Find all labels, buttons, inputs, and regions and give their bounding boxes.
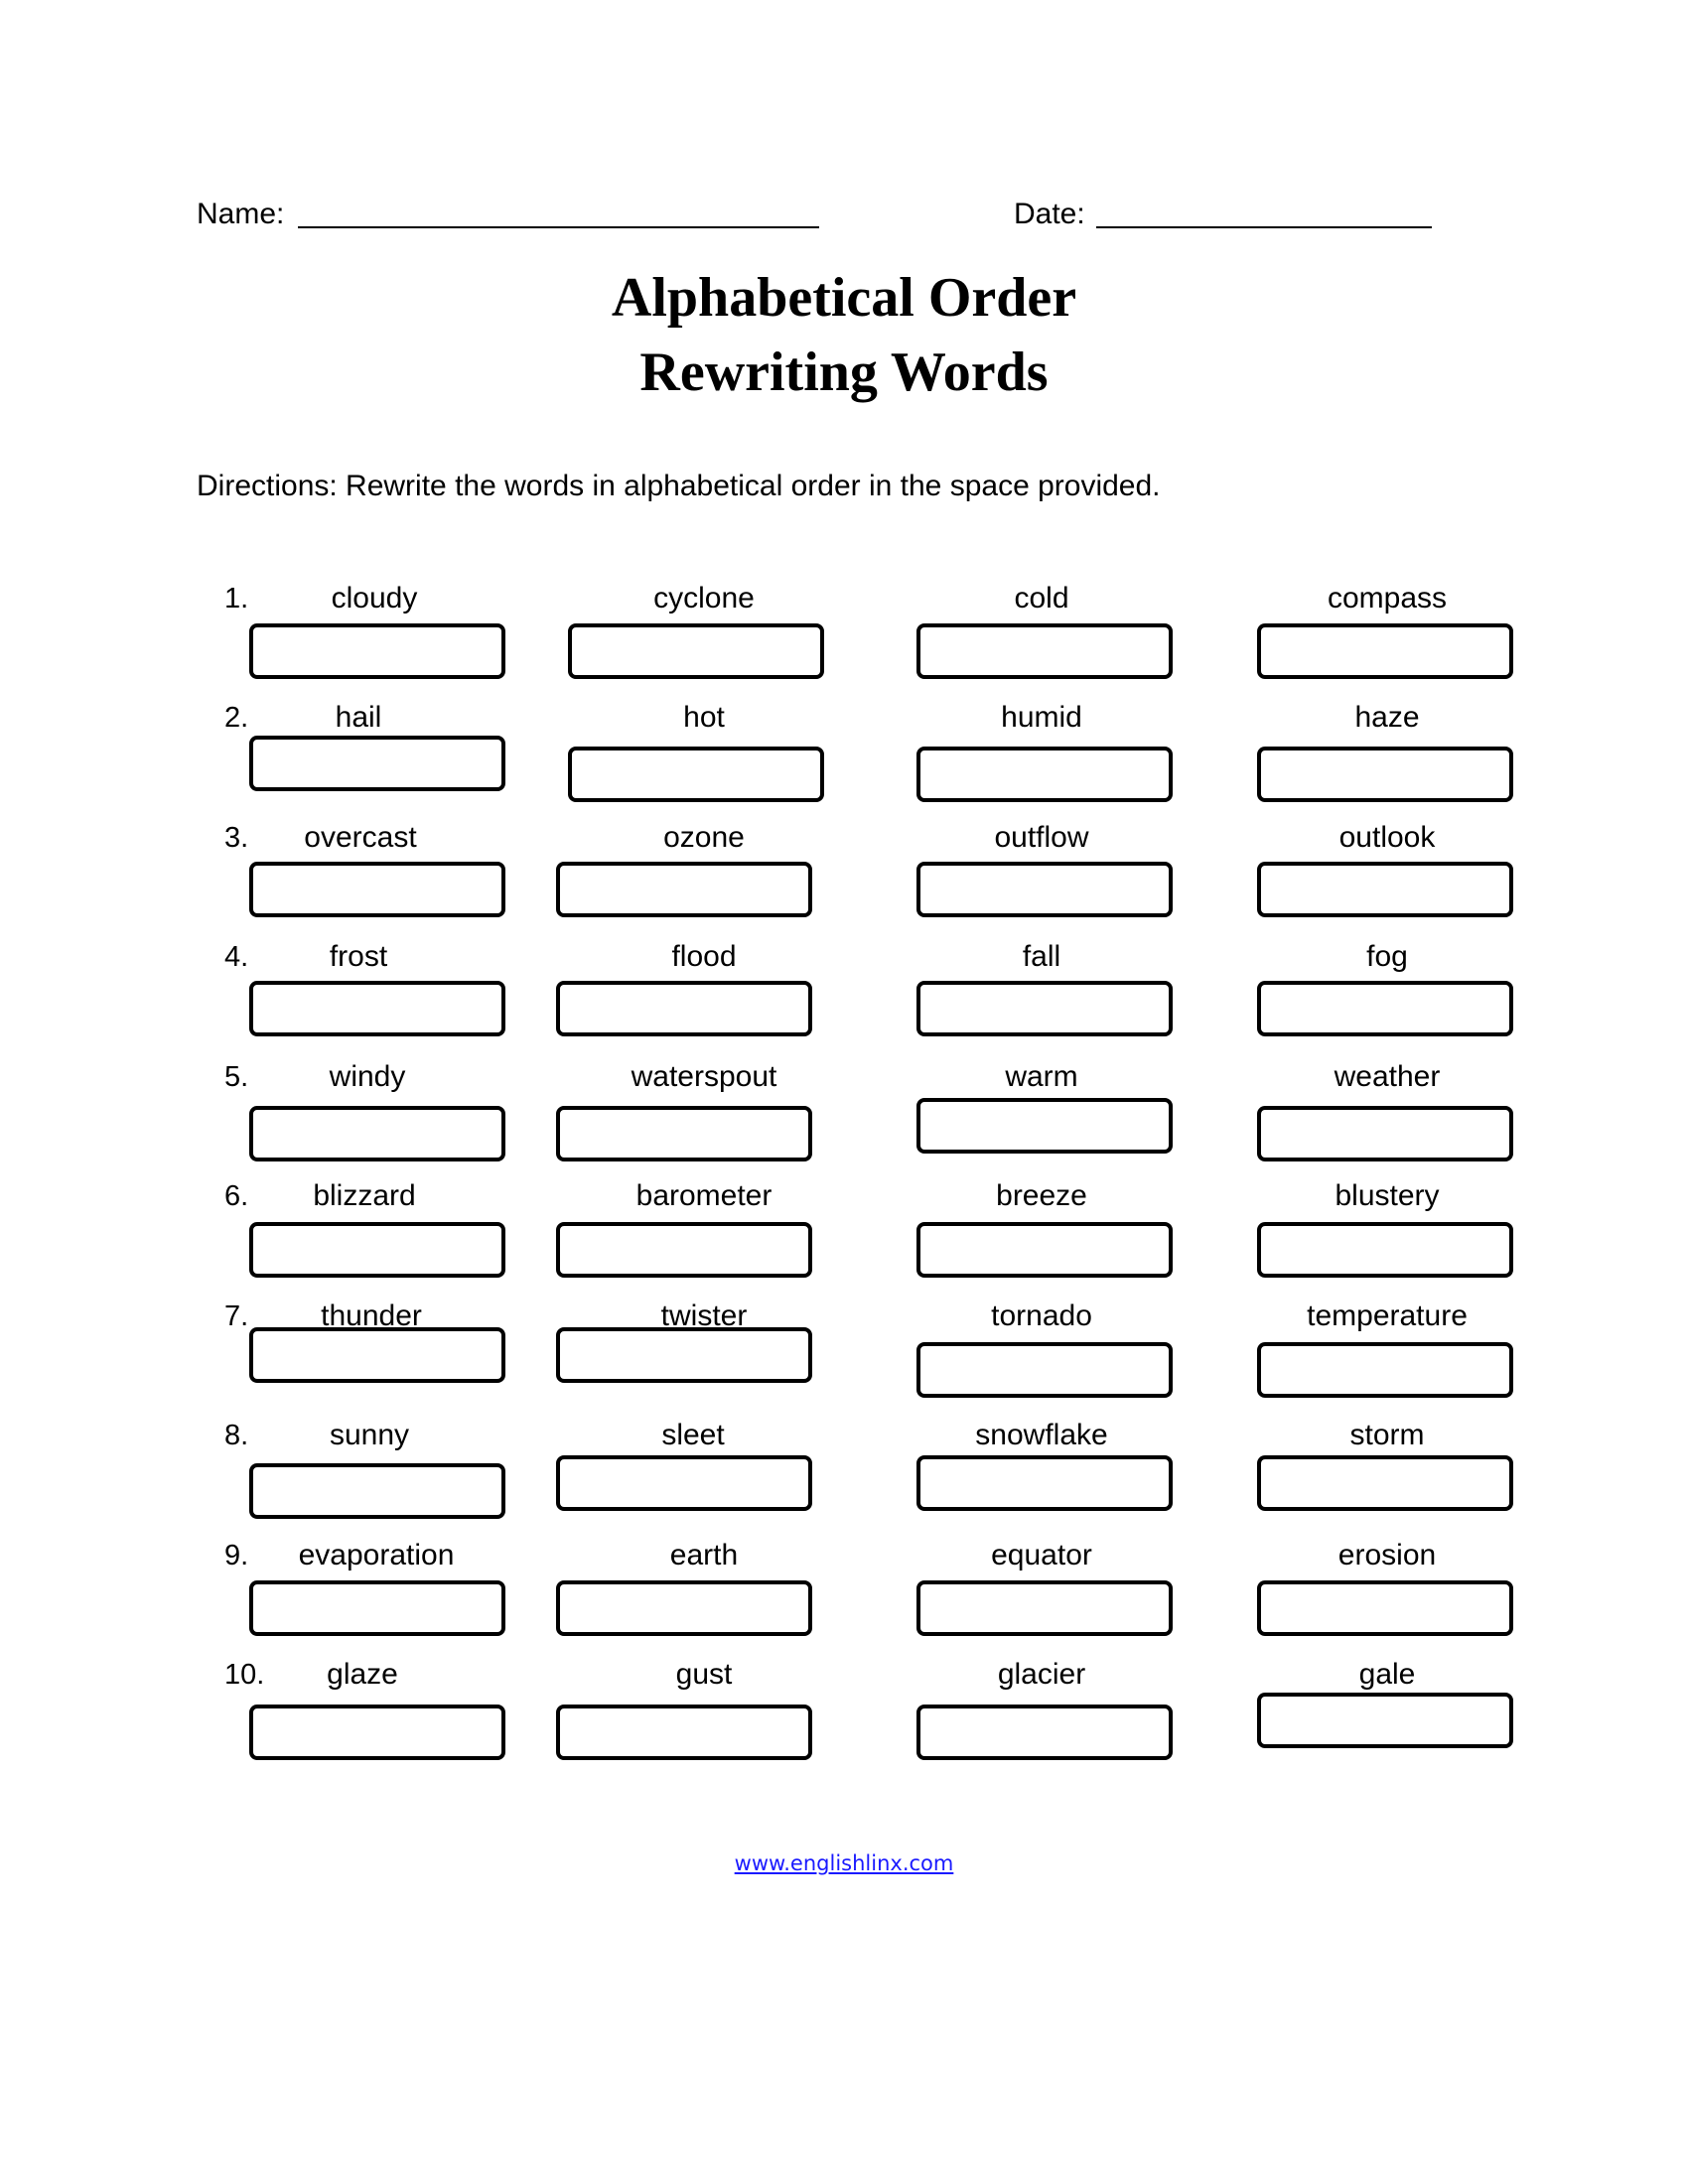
row-number: 5. bbox=[224, 1061, 249, 1093]
answer-box[interactable] bbox=[916, 1222, 1173, 1278]
word-label: glacier bbox=[997, 1658, 1086, 1691]
word-label: blustery bbox=[1335, 1179, 1440, 1212]
answer-box[interactable] bbox=[1257, 1580, 1513, 1636]
word-label: ozone bbox=[663, 821, 745, 854]
word-label: tornado bbox=[991, 1299, 1092, 1332]
word-label: earth bbox=[669, 1539, 739, 1571]
word-label: sunny bbox=[329, 1419, 410, 1451]
row-number: 2. bbox=[224, 702, 249, 734]
word-label: frost bbox=[329, 940, 388, 973]
answer-box[interactable] bbox=[1257, 981, 1513, 1036]
date-label: Date: bbox=[1014, 198, 1085, 230]
answer-box[interactable] bbox=[556, 1580, 812, 1636]
word-label: thunder bbox=[321, 1299, 422, 1332]
answer-box[interactable] bbox=[249, 1222, 505, 1278]
answer-box[interactable] bbox=[916, 1342, 1173, 1398]
answer-box[interactable] bbox=[249, 1463, 505, 1519]
answer-box[interactable] bbox=[249, 981, 505, 1036]
row-number: 7. bbox=[224, 1300, 249, 1332]
answer-box[interactable] bbox=[1257, 1222, 1513, 1278]
answer-box[interactable] bbox=[1257, 1693, 1513, 1748]
word-label: snowflake bbox=[975, 1419, 1108, 1451]
answer-box[interactable] bbox=[1257, 1106, 1513, 1161]
name-label: Name: bbox=[197, 198, 285, 230]
word-label: haze bbox=[1354, 701, 1420, 734]
word-label: sleet bbox=[661, 1419, 725, 1451]
answer-box[interactable] bbox=[568, 747, 824, 802]
answer-box[interactable] bbox=[556, 981, 812, 1036]
word-label: gust bbox=[675, 1658, 733, 1691]
answer-box[interactable] bbox=[916, 1580, 1173, 1636]
answer-box[interactable] bbox=[556, 862, 812, 917]
word-label: outflow bbox=[994, 821, 1089, 854]
answer-box[interactable] bbox=[249, 862, 505, 917]
answer-box[interactable] bbox=[916, 981, 1173, 1036]
row-number: 3. bbox=[224, 822, 249, 854]
answer-box[interactable] bbox=[249, 1106, 505, 1161]
answer-box[interactable] bbox=[916, 747, 1173, 802]
word-label: cold bbox=[1014, 582, 1069, 614]
word-label: cloudy bbox=[331, 582, 418, 614]
word-label: flood bbox=[671, 940, 737, 973]
answer-box[interactable] bbox=[249, 1327, 505, 1383]
word-label: warm bbox=[1005, 1060, 1078, 1093]
row-number: 9. bbox=[224, 1540, 249, 1571]
word-label: temperature bbox=[1307, 1299, 1468, 1332]
answer-box[interactable] bbox=[916, 1098, 1173, 1154]
page-subtitle: Rewriting Words bbox=[639, 341, 1049, 403]
word-label: storm bbox=[1349, 1419, 1425, 1451]
word-label: overcast bbox=[304, 821, 417, 854]
answer-box[interactable] bbox=[916, 862, 1173, 917]
word-label: glaze bbox=[327, 1658, 398, 1691]
row-number: 10. bbox=[224, 1659, 265, 1691]
answer-box[interactable] bbox=[556, 1106, 812, 1161]
answer-box[interactable] bbox=[1257, 1455, 1513, 1511]
answer-box[interactable] bbox=[568, 623, 824, 679]
answer-box[interactable] bbox=[916, 623, 1173, 679]
word-label: cyclone bbox=[653, 582, 755, 614]
word-label: equator bbox=[991, 1539, 1092, 1571]
word-label: humid bbox=[1001, 701, 1082, 734]
word-label: blizzard bbox=[313, 1179, 416, 1212]
word-label: hot bbox=[683, 701, 725, 734]
answer-box[interactable] bbox=[556, 1705, 812, 1760]
word-label: twister bbox=[660, 1299, 748, 1332]
answer-box[interactable] bbox=[249, 1705, 505, 1760]
row-number: 1. bbox=[224, 583, 249, 614]
answer-box[interactable] bbox=[1257, 623, 1513, 679]
footer-link[interactable]: www.englishlinx.com bbox=[734, 1851, 954, 1875]
date-blank[interactable] bbox=[1096, 226, 1432, 228]
row-number: 4. bbox=[224, 941, 249, 973]
page-title: Alphabetical Order bbox=[611, 267, 1077, 329]
word-label: evaporation bbox=[298, 1539, 455, 1571]
answer-box[interactable] bbox=[556, 1455, 812, 1511]
answer-box[interactable] bbox=[916, 1455, 1173, 1511]
row-number: 8. bbox=[224, 1420, 249, 1451]
word-label: windy bbox=[329, 1060, 406, 1093]
answer-box[interactable] bbox=[249, 623, 505, 679]
directions-text: Directions: Rewrite the words in alphabe… bbox=[197, 470, 1161, 502]
answer-box[interactable] bbox=[916, 1705, 1173, 1760]
name-blank[interactable] bbox=[298, 226, 819, 228]
answer-box[interactable] bbox=[1257, 747, 1513, 802]
word-label: weather bbox=[1334, 1060, 1441, 1093]
word-label: barometer bbox=[635, 1179, 773, 1212]
answer-box[interactable] bbox=[556, 1327, 812, 1383]
answer-box[interactable] bbox=[1257, 1342, 1513, 1398]
word-label: fall bbox=[1022, 940, 1061, 973]
word-label: waterspout bbox=[631, 1060, 777, 1093]
answer-box[interactable] bbox=[1257, 862, 1513, 917]
word-label: fog bbox=[1366, 940, 1408, 973]
word-label: gale bbox=[1358, 1658, 1416, 1691]
answer-box[interactable] bbox=[249, 1580, 505, 1636]
word-label: erosion bbox=[1337, 1539, 1437, 1571]
row-number: 6. bbox=[224, 1180, 249, 1212]
word-label: hail bbox=[335, 701, 382, 734]
word-label: breeze bbox=[996, 1179, 1087, 1212]
word-label: compass bbox=[1327, 582, 1448, 614]
answer-box[interactable] bbox=[249, 736, 505, 791]
answer-box[interactable] bbox=[556, 1222, 812, 1278]
word-label: outlook bbox=[1338, 821, 1436, 854]
